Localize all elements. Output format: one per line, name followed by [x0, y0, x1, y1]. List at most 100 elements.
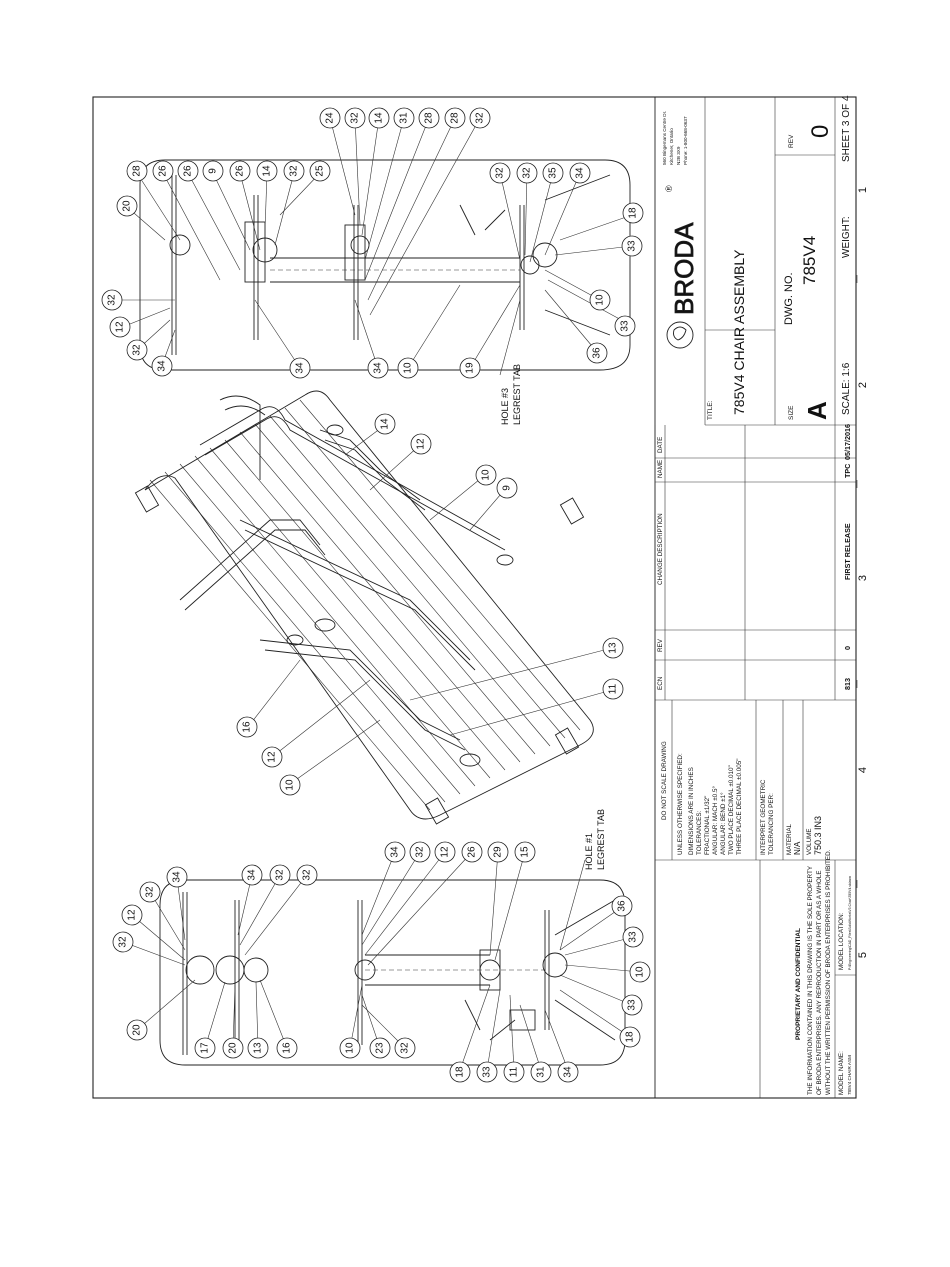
balloon-10: 10	[403, 362, 414, 374]
proprietary-text-1: THE INFORMATION CONTAINED IN THIS DRAWIN…	[807, 865, 814, 1095]
company-address-2: Kitchener, Ontario	[669, 128, 674, 165]
zone-4: 4	[857, 767, 869, 773]
balloon-11: 11	[509, 1066, 520, 1077]
tolerance-line-5: ANGULAR: BEND ±1°	[719, 792, 727, 855]
balloon-34: 34	[157, 360, 168, 372]
balloon-12: 12	[416, 438, 427, 450]
rev-value: 0	[807, 125, 834, 138]
rev-header-rev: REV	[657, 638, 664, 652]
interpret-line-1: INTERPRET GEOMETRIC	[760, 779, 767, 855]
broda-logo-icon	[666, 321, 694, 349]
title-label: TITLE:	[707, 400, 714, 420]
balloon-25: 25	[315, 165, 326, 177]
balloon-12: 12	[115, 321, 126, 333]
balloon-13: 13	[253, 1042, 264, 1054]
balloon-16: 16	[282, 1042, 293, 1054]
logo-registered-mark: ®	[664, 185, 674, 192]
proprietary-text-3: WITHOUT THE WRITTEN PERMISSION OF BRODA …	[825, 849, 832, 1095]
balloon-34: 34	[575, 167, 586, 179]
balloon-36: 36	[592, 347, 603, 359]
do-not-scale: DO NOT SCALE DRAWING	[661, 741, 668, 820]
balloon-10: 10	[285, 779, 296, 791]
balloon-26: 26	[158, 165, 169, 177]
isometric-balloons: 14 12 10 9 13 11 16 12 10	[236, 413, 624, 796]
balloon-19: 19	[465, 362, 476, 374]
balloon-9: 9	[208, 168, 219, 174]
bottom-view-leaders	[122, 851, 641, 1071]
unless-specified: UNLESS OTHERWISE SPECIFIED:	[677, 753, 684, 855]
tolerance-line-1: DIMENSIONS ARE IN INCHES	[688, 767, 695, 855]
tolerance-line-4: ANGULAR: MACH ±0.5°	[711, 786, 719, 855]
balloon-32: 32	[145, 886, 156, 898]
balloon-12: 12	[127, 909, 138, 921]
volume-label: VOLUME	[806, 828, 813, 855]
balloon-32: 32	[350, 112, 361, 124]
balloon-23: 23	[375, 1042, 386, 1054]
balloon-32: 32	[415, 846, 426, 858]
top-view-leaders	[112, 117, 633, 369]
balloon-32: 32	[107, 294, 118, 306]
scale-text: SCALE: 1:6	[841, 362, 852, 415]
hole-3-sublabel: LEGREST TAB	[512, 364, 522, 425]
balloon-33: 33	[482, 1066, 493, 1078]
proprietary-text-2: OF BRODA ENTERPRISES. ANY REPRODUCTION I…	[816, 870, 823, 1095]
zone-1: 1	[857, 187, 869, 193]
balloon-26: 26	[467, 846, 478, 858]
volume-value: 750.3 IN3	[813, 816, 823, 855]
balloon-34: 34	[172, 871, 183, 883]
zone-5: 5	[857, 952, 869, 958]
balloon-14: 14	[374, 112, 385, 124]
balloon-26: 26	[183, 165, 194, 177]
balloon-10: 10	[635, 966, 646, 978]
material-value: N/A	[793, 841, 802, 855]
balloon-32: 32	[400, 1042, 411, 1054]
tolerance-notes: DO NOT SCALE DRAWING UNLESS OTHERWISE SP…	[654, 700, 856, 861]
balloon-29: 29	[493, 846, 504, 858]
balloon-34: 34	[247, 869, 258, 881]
balloon-26: 26	[235, 165, 246, 177]
balloon-11: 11	[608, 683, 619, 694]
balloon-12: 12	[267, 751, 278, 763]
hole-1-label: HOLE #1	[584, 833, 594, 870]
weight-text: WEIGHT:	[841, 216, 852, 258]
zone-2: 2	[857, 382, 869, 388]
balloon-32: 32	[118, 936, 129, 948]
balloon-33: 33	[627, 240, 638, 252]
rev-row-ecn: 813	[843, 678, 852, 690]
rev-row-description: FIRST RELEASE	[843, 523, 852, 580]
rev-label: REV	[788, 134, 795, 148]
balloon-32: 32	[275, 869, 286, 881]
model-name: 785V4 CHAIR ASM	[847, 1055, 852, 1095]
rev-header-name: NAME	[657, 460, 664, 478]
balloon-14: 14	[380, 418, 391, 430]
logo-text: BRODA	[669, 222, 699, 315]
rev-row-date: 05/17/2016	[843, 424, 852, 460]
hole-1-sublabel: LEGREST TAB	[596, 809, 606, 870]
company-address-3: N2B 3X9	[676, 146, 681, 165]
balloon-32: 32	[289, 165, 300, 177]
tolerance-line-3: FRACTIONAL ±1/32"	[704, 796, 711, 855]
balloon-32: 32	[522, 167, 533, 179]
balloon-28: 28	[450, 112, 461, 124]
isometric-leaders	[247, 424, 613, 785]
top-view-balloons: 28 26 26 9 26 14 32 25 24 32 14 31 28 28…	[101, 107, 644, 379]
material-label: MATERIAL	[786, 823, 793, 855]
drawing-border	[92, 96, 857, 1099]
interpret-line-2: TOLERANCING PER:	[768, 793, 775, 855]
size-value: A	[802, 401, 832, 420]
balloon-20: 20	[122, 200, 133, 212]
balloon-15: 15	[520, 846, 531, 858]
rev-row-rev: 0	[843, 646, 852, 650]
balloon-32: 32	[475, 112, 486, 124]
balloon-33: 33	[628, 931, 639, 943]
balloon-35: 35	[548, 167, 559, 179]
balloon-28: 28	[424, 112, 435, 124]
balloon-17: 17	[200, 1042, 211, 1054]
tolerance-line-6: TWO PLACE DECIMAL ±0.010"	[728, 765, 735, 855]
balloon-18: 18	[628, 207, 639, 219]
tolerance-line-7: THREE PLACE DECIMAL ±0.005"	[736, 759, 743, 855]
zone-3: 3	[857, 575, 869, 581]
dwg-no-label: DWG. NO.	[783, 272, 795, 325]
rev-header-ecn: ECN	[657, 676, 664, 690]
